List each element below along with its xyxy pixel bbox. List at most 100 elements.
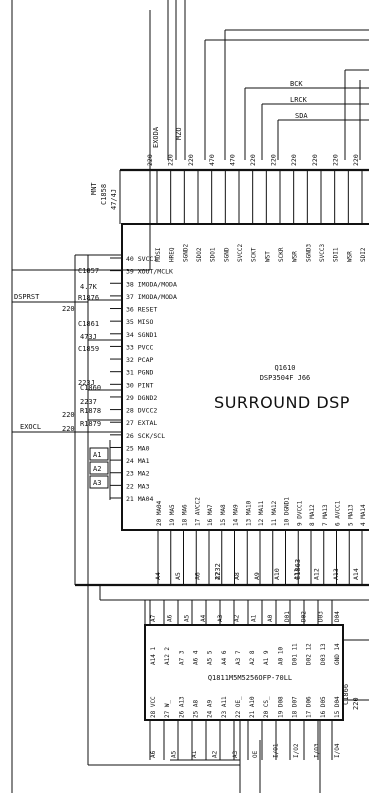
sram-bottom-pin-label: 25 A8 (192, 700, 199, 718)
label-c1859: C1859 (78, 345, 99, 353)
dsp-left-pin-label: 40 SVCC1 (126, 255, 157, 263)
dsp-ref: Q1610 (274, 364, 295, 372)
sram-bus-label: A1 (250, 614, 257, 622)
label-47k: 4.7K (80, 283, 98, 291)
sram-bottom-pin-label: 15 D04 (334, 696, 341, 718)
sram-bus-label: A4 (200, 614, 207, 622)
dsp-bottom-pin-label: 18 MA6 (182, 504, 189, 526)
net-mnt: MNT (90, 182, 98, 195)
dsp-top-pin-label: SGND2 (182, 244, 189, 262)
label-r1879: R1879 (80, 420, 101, 428)
label-r1876: R1876 (78, 294, 99, 302)
dsp-title: SURROUND DSP (214, 393, 350, 412)
net-labels: DSPRST EXOCL BCK LRCK SDA MNT EXODA MZO (14, 80, 308, 431)
dsp-bottom-pin-label: 13 MA10 (245, 500, 252, 526)
dsp-bottom-pin-label: 20 MA04 (156, 500, 163, 526)
dsp-left-pin-label: 30 PINT (126, 381, 153, 389)
address-bus-label: A6 (194, 572, 202, 580)
address-bus-label: A11 (293, 568, 301, 580)
address-bus-label: A4 (154, 572, 162, 580)
label-473j: 473J (80, 333, 97, 341)
label-r1878: R1878 (80, 407, 101, 415)
sram-bottom-pin-label: 21 A10 (249, 696, 256, 718)
resistor-value-label: 220 (187, 154, 195, 166)
dsp-left-pin-label: 29 DGND2 (126, 394, 157, 402)
label-c1858: C1858 (100, 184, 108, 205)
dsp-top-pin-label: MOSI (155, 247, 162, 262)
sram-bus-label: A6 (150, 750, 157, 758)
resistor-value-label: 220 (249, 154, 257, 166)
resistor-value-label: 470 (228, 154, 236, 166)
net-mzo: MZO (175, 127, 183, 140)
dsp-left-pin-label: 24 MA1 (126, 457, 150, 465)
label-a1: A1 (93, 451, 101, 459)
label-c1863-a: 2232 (214, 563, 222, 580)
sram-bottom-pin-label: 23 A11 (221, 696, 228, 718)
sram-bus-label: A1 (191, 750, 198, 758)
label-c1857: C1857 (78, 267, 99, 275)
label-220-c: 220 (62, 425, 75, 433)
sram-top-pin-label: GND 14 (334, 643, 341, 665)
sram-bus-label: A2 (234, 614, 241, 622)
sram-bus-label: OE (252, 750, 259, 758)
sram-bus-label: A2 (211, 750, 218, 758)
dsp-left-pin-label: 21 MA04 (126, 495, 153, 503)
sram-bottom-pin-label: 18 D07 (292, 696, 299, 718)
sram-bus-label: A5 (170, 750, 177, 758)
sram-bus-label: D03 (317, 611, 324, 622)
sram-bus-label: D02 (301, 611, 308, 622)
sram-top-pin-label: A6 4 (192, 650, 199, 665)
sram-chip-body (144, 624, 344, 721)
sram-bus-label: I/O1 (273, 743, 280, 758)
dsp-bottom-pin-label: 16 MA7 (207, 504, 214, 526)
sram-bottom-pin-label: 20 CS_ (263, 696, 270, 718)
dsp-left-pin-label: 37 IMODA/MODA (126, 293, 177, 301)
sram-bus-label: A0 (267, 614, 274, 622)
sram-bottom-pin-label: 19 D08 (277, 696, 284, 718)
dsp-top-pin-label: SCKR (278, 247, 285, 262)
dsp-left-pin-label: 26 SCK/SCL (126, 432, 165, 440)
resistor-value-label: 220 (352, 154, 360, 166)
dsp-top-pin-label: SDI1 (333, 247, 340, 262)
dsp-top-pin-label: SDI2 (360, 247, 367, 262)
address-bus-label: A5 (174, 572, 182, 580)
dsp-left-pin-label: 35 MISO (126, 318, 153, 326)
sram-bus-label: A3 (217, 614, 224, 622)
dsp-left-pin-label: 27 EXTAL (126, 419, 157, 427)
address-bus-label: A8 (233, 572, 241, 580)
dsp-left-pin-label: 28 DVCC2 (126, 407, 157, 415)
label-a3: A3 (93, 479, 101, 487)
dsp-bottom-pin-label: 8 MA12 (309, 504, 316, 526)
dsp-bottom-pin-label: 4 MA14 (360, 504, 367, 526)
a1-box (89, 447, 109, 461)
sram-bus-label: A7 (150, 614, 157, 622)
dsp-bottom-pin-label: 9 DVCC1 (296, 500, 303, 526)
dsp-bottom-pin-label: 11 MA12 (271, 500, 278, 526)
sram-top-pin-label: D02 12 (306, 643, 313, 665)
component-labels: C1858 47/4J C1857 4.7K R1876 220 C1861 4… (62, 184, 360, 710)
resistor-value-label: 220 (311, 154, 319, 166)
dsp-bottom-pin-label: 15 MA8 (220, 504, 227, 526)
dsp-left-pin-label: 36 RESET (126, 306, 157, 314)
sram-bottom-pin-label: 26 A13 (178, 696, 185, 718)
net-bck: BCK (290, 80, 303, 88)
net-exoda: EXODA (152, 126, 160, 148)
middle-bus-wires (149, 530, 363, 760)
sram-bottom-pin-label: 22 OE_ (235, 696, 242, 718)
dsp-top-pin-label: SGND3 (305, 244, 312, 262)
dsp-left-pin-label: 32 PCAP (126, 356, 153, 364)
dsp-top-pin-label: SCKT (251, 247, 258, 262)
dsp-bottom-pin-label: 19 MA5 (169, 504, 176, 526)
label-220-d: 220 (352, 697, 360, 710)
dsp-bottom-pin-label: 12 MA11 (258, 500, 265, 526)
dsp-top-pin-label: SDO2 (196, 247, 203, 262)
